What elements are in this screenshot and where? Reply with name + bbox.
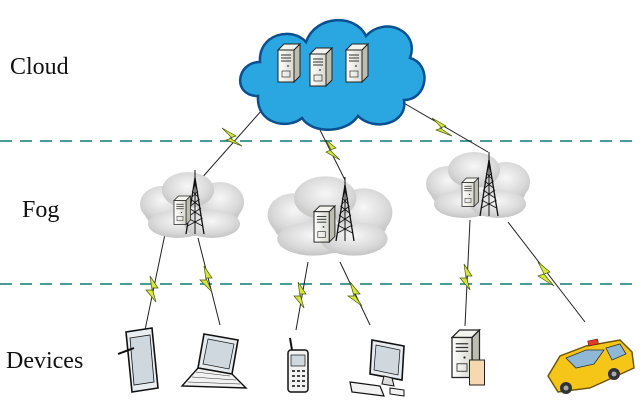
server-rack-icon [277,43,369,87]
cloud-layer-label: Cloud [10,54,69,80]
taxi-icon [547,338,635,394]
fog-node-3 [426,151,530,218]
fog-node-1 [140,169,244,238]
lightning-icon [459,263,473,291]
devices-layer-label: Devices [6,348,84,374]
desktop-computer-icon [349,339,405,397]
lightning-icon [293,281,307,309]
fog-node-icon [313,205,336,243]
lightning-icon [346,281,363,307]
fog-node-2 [267,176,393,256]
lightning-icon [145,275,159,303]
laptop-icon [180,333,248,389]
wireless-link-bolts [145,117,555,309]
mobile-phone-icon [287,337,309,393]
cloud-node [239,19,426,131]
lightning-icon [199,265,213,293]
fog-layer-label: Fog [22,197,60,223]
fog-node-icon [461,177,479,207]
lightning-icon [537,261,555,287]
fog-node-icon [173,195,191,225]
lightning-icon [221,127,243,147]
lightning-icon [325,139,341,161]
lightning-icon [431,117,453,137]
tablet-icon [117,327,159,393]
server-icon [451,329,485,386]
